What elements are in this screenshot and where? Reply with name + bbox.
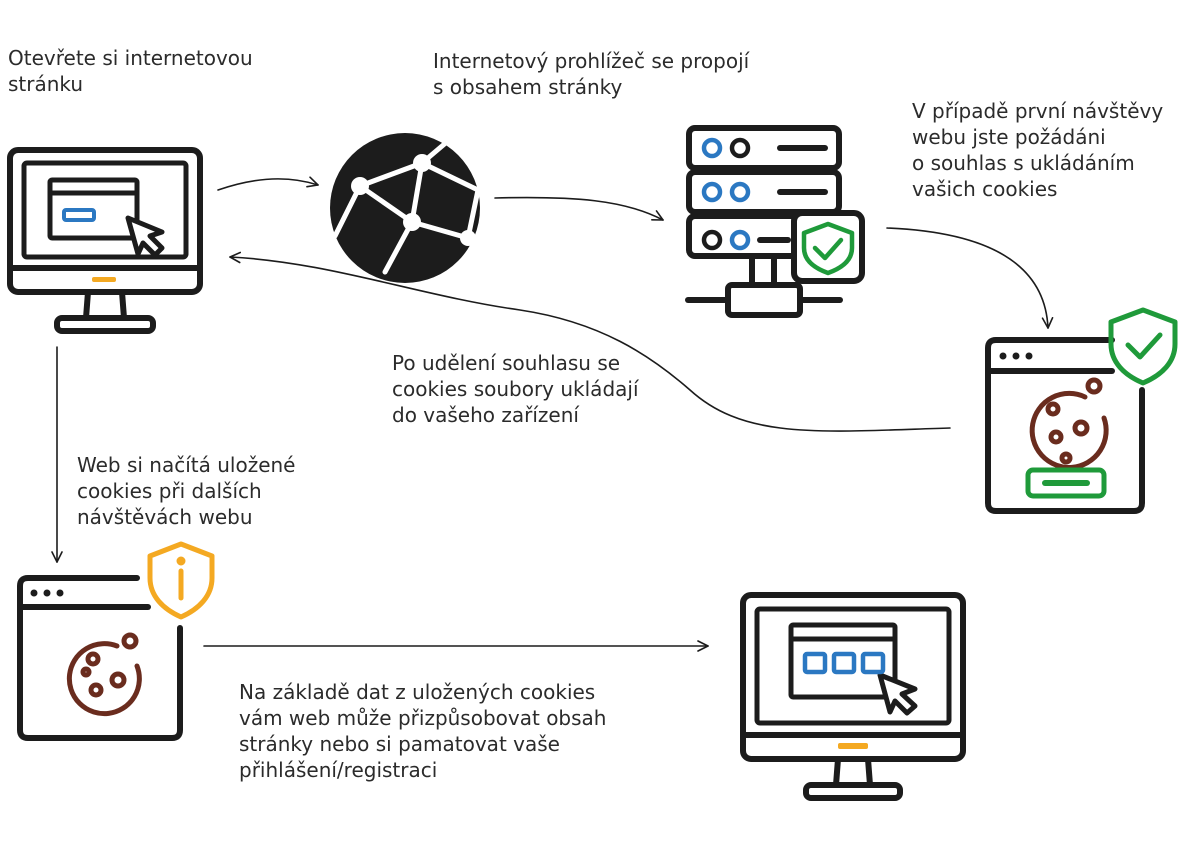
step-open-page-label: Otevřete si internetovou stránku <box>8 46 253 96</box>
arrow-globe-to-server <box>494 196 664 221</box>
arrow-computer-to-globe <box>217 176 319 191</box>
blue-button-shape <box>62 208 96 222</box>
cookie-window-info-icon <box>17 575 183 741</box>
cookie-consent-window-icon <box>985 337 1145 514</box>
power-light <box>92 277 116 282</box>
monitor-personalized-icon <box>740 592 966 801</box>
server-rack-shield-icon <box>685 125 865 318</box>
info-shield-icon <box>147 541 215 620</box>
connectors <box>51 176 1054 652</box>
power-light <box>838 743 868 749</box>
step-after-consent-label: Po udělení souhlasu se cookies soubory u… <box>392 351 639 427</box>
cookie-icon <box>1029 377 1109 470</box>
step-first-visit-label: V případě první návštěvy webu jste požád… <box>912 99 1164 201</box>
option-boxes <box>802 651 886 675</box>
globe-network-icon <box>330 133 481 283</box>
green-shield-check-icon <box>801 221 855 276</box>
arrow-consent-to-computer <box>229 251 951 432</box>
arrow-server-to-consent <box>886 227 1054 329</box>
accept-button-shape <box>1025 467 1107 499</box>
green-shield-check-icon <box>1108 307 1178 386</box>
step-browser-connects-label: Internetový prohlížeč se propojí s obsah… <box>433 49 750 99</box>
cookie-icon <box>66 632 142 717</box>
step-web-loads-label: Web si načítá uložené cookies při dalšíc… <box>77 453 296 529</box>
monitor-with-cursor-icon <box>7 147 203 334</box>
step-personalize-label: Na základě dat z uložených cookies vám w… <box>239 680 607 782</box>
